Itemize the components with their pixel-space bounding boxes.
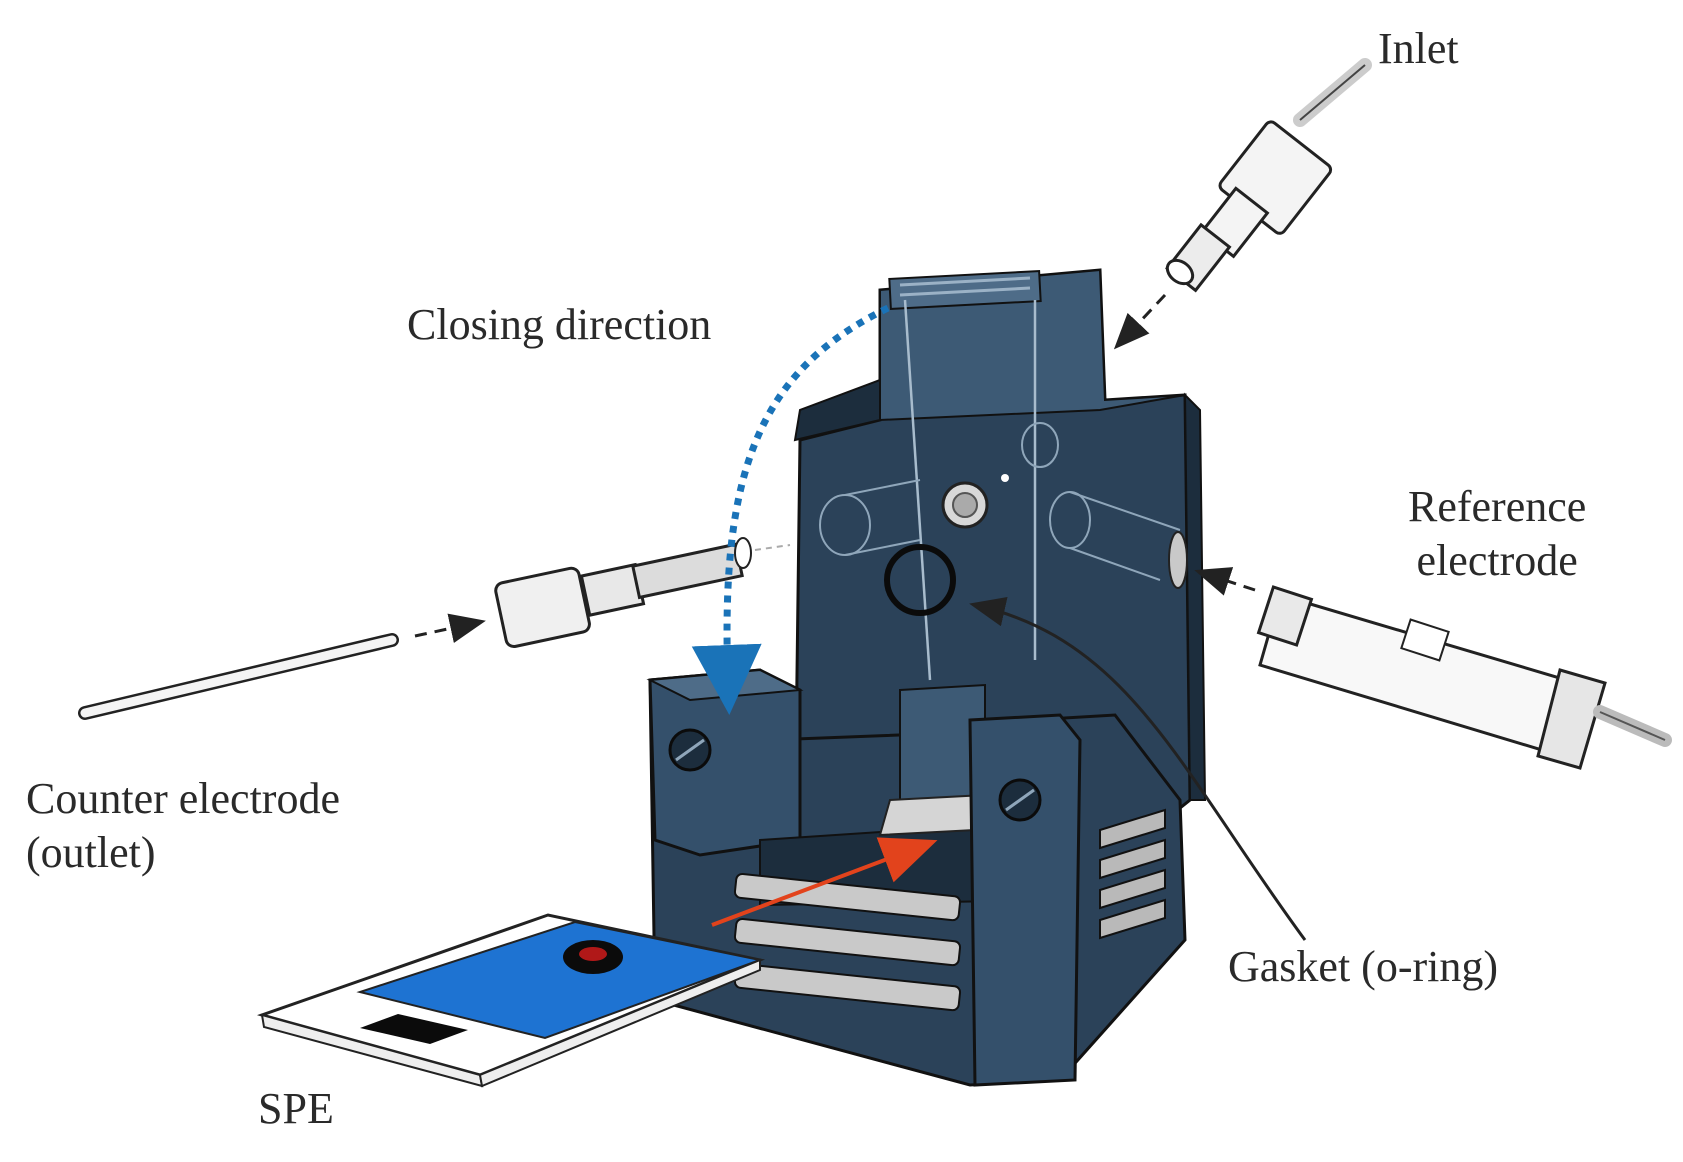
inlet-fitting	[1165, 58, 1372, 293]
reference-electrode	[1256, 585, 1672, 770]
counter-arrow	[414, 613, 486, 643]
counter-electrode-label-line1: Counter electrode	[26, 774, 340, 823]
spe-insertion-arrow	[711, 837, 938, 927]
flow-cell-body	[646, 268, 1207, 1087]
spe-label: SPE	[258, 1084, 334, 1133]
counter-electrode-tube	[78, 633, 399, 720]
reference-electrode-label-line1: Reference	[1408, 482, 1587, 531]
counter-electrode-label-line2: (outlet)	[26, 827, 156, 877]
reference-arrow	[1194, 567, 1256, 596]
inlet-arrow	[1113, 293, 1167, 350]
counter-electrode-label: Counter electrode (outlet)	[26, 772, 340, 879]
closing-direction-arrow	[691, 304, 890, 715]
reference-electrode-label: Reference electrode	[1408, 480, 1586, 587]
closing-direction-label: Closing direction	[407, 300, 712, 349]
spe-strip	[256, 913, 766, 1088]
gasket-pointer	[969, 596, 1307, 941]
inlet-label: Inlet	[1378, 24, 1459, 73]
gasket-label: Gasket (o-ring)	[1228, 942, 1499, 991]
counter-electrode-fitting	[494, 537, 791, 649]
reference-electrode-label-line2: electrode	[1416, 535, 1578, 585]
